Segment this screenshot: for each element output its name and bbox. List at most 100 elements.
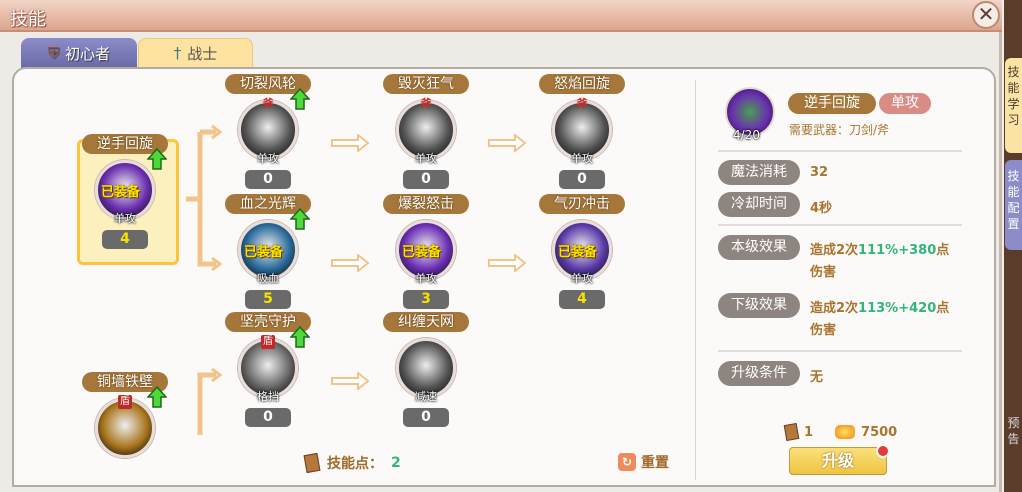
weapon-requirement: 需要武器：刀剑/斧 <box>789 123 890 137</box>
skill-icon[interactable] <box>396 100 456 160</box>
branch-arrow-icon <box>186 365 223 439</box>
weapon-badge: 盾 <box>261 335 275 349</box>
cooldown-label: 冷却时间 <box>718 192 800 217</box>
arrow-right-icon <box>330 132 370 156</box>
tab-warrior[interactable]: † 战士 <box>138 38 253 68</box>
side-tab-config[interactable]: 技能配置 <box>1005 160 1022 250</box>
skill-type-tag: 单攻 <box>415 272 437 285</box>
equipped-badge: 已装备 <box>558 245 598 260</box>
mp-cost-label: 魔法消耗 <box>718 160 800 185</box>
skill-name: 怒焰回旋 <box>539 74 625 94</box>
upgrade-condition-label: 升级条件 <box>718 361 800 386</box>
weapon-badge: 斧 <box>420 97 432 110</box>
upgrade-button[interactable]: 升级 <box>789 444 890 475</box>
detail-skill-icon <box>725 87 775 137</box>
close-button[interactable]: ✕ <box>972 1 1000 29</box>
skill-points-value: 2 <box>391 455 401 471</box>
skill-level: 0 <box>403 408 449 427</box>
reset-button[interactable]: ↻ 重置 <box>618 452 669 472</box>
side-tab-learn[interactable]: 技能学习 <box>1005 58 1022 153</box>
tab-novice[interactable]: ⛨ 初心者 <box>21 38 137 68</box>
separator <box>718 224 962 226</box>
skill-type-tag: 减速 <box>415 390 437 403</box>
skill-icon[interactable] <box>552 100 612 160</box>
reset-icon: ↻ <box>618 453 636 471</box>
separator <box>718 150 962 152</box>
arrow-right-icon <box>487 132 527 156</box>
cooldown-value: 4秒 <box>810 201 833 216</box>
skill-panel <box>12 67 996 487</box>
next-effect: 造成2次113%+420点伤害 <box>810 298 960 342</box>
skill-name: 纠缠天网 <box>383 312 469 332</box>
weapon-badge: 斧 <box>262 97 274 110</box>
skill-icon[interactable] <box>238 338 298 398</box>
upgrade-label: 升级 <box>821 451 854 470</box>
tab-label: 战士 <box>187 44 218 63</box>
weapon-badge: 盾 <box>118 395 132 409</box>
arrow-right-icon <box>330 252 370 276</box>
equipped-badge: 已装备 <box>244 245 284 260</box>
skill-icon[interactable] <box>238 220 298 280</box>
equipped-badge: 已装备 <box>402 245 442 260</box>
skill-name: 气刃冲击 <box>539 194 625 214</box>
weapon-badge: 斧 <box>576 97 588 110</box>
upgrade-arrow-icon <box>146 385 168 408</box>
skill-type-tag: 单攻 <box>114 212 136 225</box>
skill-level: 4 <box>559 290 605 309</box>
tab-label: 初心者 <box>65 44 111 63</box>
branch-arrow-icon <box>186 124 223 278</box>
arrow-right-icon <box>330 370 370 394</box>
gold-icon <box>835 425 856 439</box>
skill-level: 3 <box>403 290 449 309</box>
skill-type-tag: 单攻 <box>571 152 593 165</box>
upgrade-arrow-icon <box>146 147 168 170</box>
sword-icon: † <box>173 44 182 62</box>
skill-book-icon <box>303 452 321 474</box>
window-title: 技能 <box>10 9 46 30</box>
skill-icon[interactable] <box>396 338 456 398</box>
notification-dot <box>876 444 890 458</box>
skill-name: 逆手回旋 <box>82 134 168 154</box>
effect-text: 点伤害 <box>810 301 950 338</box>
separator <box>718 350 962 352</box>
skill-name: 毁灭狂气 <box>383 74 469 94</box>
skill-name: 切裂风轮 <box>225 74 311 94</box>
skill-level: 5 <box>245 290 291 309</box>
book-cost: 1 <box>804 424 814 440</box>
skill-icon[interactable] <box>396 220 456 280</box>
effect-text: 点伤害 <box>810 243 950 280</box>
skill-name: 血之光辉 <box>225 194 311 214</box>
next-effect-label: 下级效果 <box>718 293 800 318</box>
shield-icon: ⛨ <box>47 44 60 62</box>
upgrade-arrow-icon <box>289 325 311 348</box>
skill-type-tag: 吸血 <box>257 272 279 285</box>
side-tab-preview[interactable]: 预告 <box>1007 416 1020 446</box>
detail-level: 4/20 <box>733 128 760 142</box>
skill-icon[interactable] <box>552 220 612 280</box>
skill-name: 铜墙铁壁 <box>82 372 168 392</box>
effect-value: 113%+420 <box>858 301 937 316</box>
skill-level: 0 <box>559 170 605 189</box>
mp-cost-value: 32 <box>810 165 829 180</box>
skill-icon[interactable] <box>238 100 298 160</box>
skill-type-tag: 单攻 <box>257 152 279 165</box>
skill-book-icon <box>783 422 800 442</box>
skill-type-tag: 单攻 <box>571 272 593 285</box>
close-icon: ✕ <box>977 2 995 26</box>
upgrade-arrow-icon <box>289 87 311 110</box>
equipped-badge: 已装备 <box>101 185 141 200</box>
effect-value: 111%+380 <box>858 243 937 258</box>
skill-points: 技能点： 2 <box>303 452 401 474</box>
effect-text: 造成2次 <box>810 301 859 316</box>
current-effect-label: 本级效果 <box>718 235 800 260</box>
upgrade-condition-value: 无 <box>810 370 824 385</box>
skill-type-tag: 格挡 <box>257 390 279 403</box>
divider <box>695 80 696 480</box>
arrow-right-icon <box>487 252 527 276</box>
detail-type-badge: 单攻 <box>879 93 931 114</box>
skill-name: 爆裂怒击 <box>383 194 469 214</box>
current-effect: 造成2次111%+380点伤害 <box>810 240 960 284</box>
detail-name: 逆手回旋 <box>788 93 876 114</box>
skill-icon[interactable] <box>95 160 155 220</box>
skill-level: 0 <box>245 408 291 427</box>
